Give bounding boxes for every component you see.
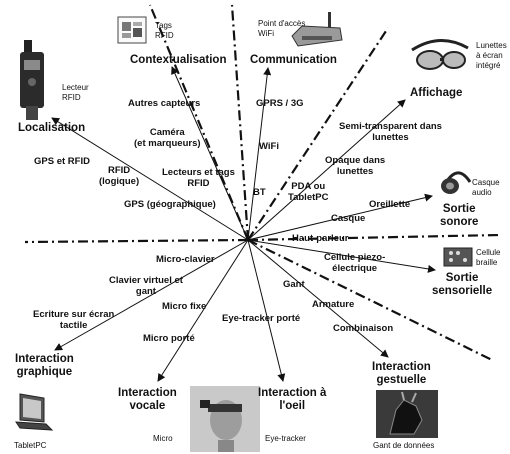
label-autres-capteurs: Autres capteurs xyxy=(128,98,201,109)
category-sortie-sonore: Sortie sonore xyxy=(440,203,479,228)
separator-lines xyxy=(24,4,501,361)
device-micro: Micro xyxy=(153,434,173,443)
label-semi-transparent: Semi-transparent dans lunettes xyxy=(339,121,442,143)
eye-tracker-image xyxy=(190,386,260,452)
label-micro-clavier: Micro-clavier xyxy=(156,254,215,265)
label-gps-rfid: GPS et RFID xyxy=(34,156,90,167)
device-cellule-braille: Cellule braille xyxy=(476,248,501,267)
arrow-sortie-sonore xyxy=(247,193,433,241)
category-interaction-vocale: Interaction vocale xyxy=(118,387,177,412)
separator-top xyxy=(230,4,250,241)
arrow-interaction-vocale xyxy=(157,239,249,382)
arrow-sortie-sensorielle xyxy=(247,239,436,273)
label-cellule-piezo: Cellule piezo- électrique xyxy=(324,252,386,274)
device-tabletpc: TabletPC xyxy=(14,441,47,450)
separator-top-right xyxy=(247,27,389,241)
separator-top-left xyxy=(148,4,250,241)
device-casque-audio: Casque audio xyxy=(472,178,500,197)
axis-arrows xyxy=(51,66,436,382)
label-ecriture-ecran-tactile: Ecriture sur écran tactile xyxy=(33,309,115,331)
device-eye-tracker: Eye-tracker xyxy=(265,434,306,443)
device-gant-donnees: Gant de données xyxy=(373,441,435,450)
label-rfid-logique: RFID (logique) xyxy=(99,165,140,187)
label-camera: Caméra (et marqueurs) xyxy=(134,127,201,149)
category-interaction-gestuelle: Interaction gestuelle xyxy=(372,361,431,386)
label-gprs-3g: GPRS / 3G xyxy=(256,98,304,109)
category-communication: Communication xyxy=(250,54,337,66)
arrow-communication xyxy=(247,67,272,241)
tabletpc-image xyxy=(15,393,54,431)
label-opaque: Opaque dans lunettes xyxy=(325,155,386,177)
category-affichage: Affichage xyxy=(410,87,463,99)
label-lecteurs-tags: Lecteurs et tags RFID xyxy=(162,167,235,189)
label-micro-porte: Micro porté xyxy=(143,333,195,344)
rfid-tags-image xyxy=(117,16,147,44)
arrow-contextualisation xyxy=(171,66,249,241)
label-bt: BT xyxy=(253,187,266,198)
label-haut-parleur: Haut-parleur xyxy=(292,233,349,244)
category-contextualisation: Contextualisation xyxy=(130,54,227,66)
device-lecteur-rfid: Lecteur RFID xyxy=(62,83,89,102)
arrow-interaction-graphique xyxy=(54,239,249,351)
arrow-localisation xyxy=(51,117,249,241)
arrow-affichage xyxy=(247,99,406,241)
label-wifi: WiFi xyxy=(259,141,279,152)
device-tags-rfid: Tags RFID xyxy=(155,21,174,40)
category-sortie-sensorielle: Sortie sensorielle xyxy=(432,272,493,297)
rfid-reader-image xyxy=(20,40,44,120)
label-clavier-virtuel: Clavier virtuel et gant xyxy=(109,275,183,297)
category-interaction-oeil: Interaction à l'oeil xyxy=(258,387,327,412)
display-glasses-image xyxy=(411,39,469,70)
braille-cell-image xyxy=(443,247,473,267)
headphones-image xyxy=(441,171,472,194)
device-lunettes: Lunettes à écran intégré xyxy=(476,41,507,70)
data-glove-image xyxy=(376,390,438,438)
separator-right xyxy=(247,233,501,242)
label-casque: Casque xyxy=(331,213,366,224)
label-pda-tabletpc: PDA ou TabletPC xyxy=(288,181,329,203)
label-armature: Armature xyxy=(312,299,355,310)
device-point-acces-wifi: Point d'accès WiFi xyxy=(258,19,306,38)
label-oreillette: Oreillette xyxy=(369,199,411,210)
separator-bottom-right xyxy=(247,239,493,361)
label-combinaison: Combinaison xyxy=(333,323,394,334)
arrow-interaction-oeil xyxy=(247,239,286,382)
category-localisation: Localisation xyxy=(18,122,86,134)
label-gps-geographique: GPS (géographique) xyxy=(124,199,216,210)
label-micro-fixe: Micro fixe xyxy=(162,301,207,312)
wifi-access-point-image xyxy=(291,12,343,47)
label-gant: Gant xyxy=(283,279,305,290)
category-interaction-graphique: Interaction graphique xyxy=(15,353,74,378)
label-eye-tracker-porte: Eye-tracker porté xyxy=(222,313,301,324)
separator-left xyxy=(24,238,249,244)
arrow-interaction-gestuelle xyxy=(247,239,389,358)
